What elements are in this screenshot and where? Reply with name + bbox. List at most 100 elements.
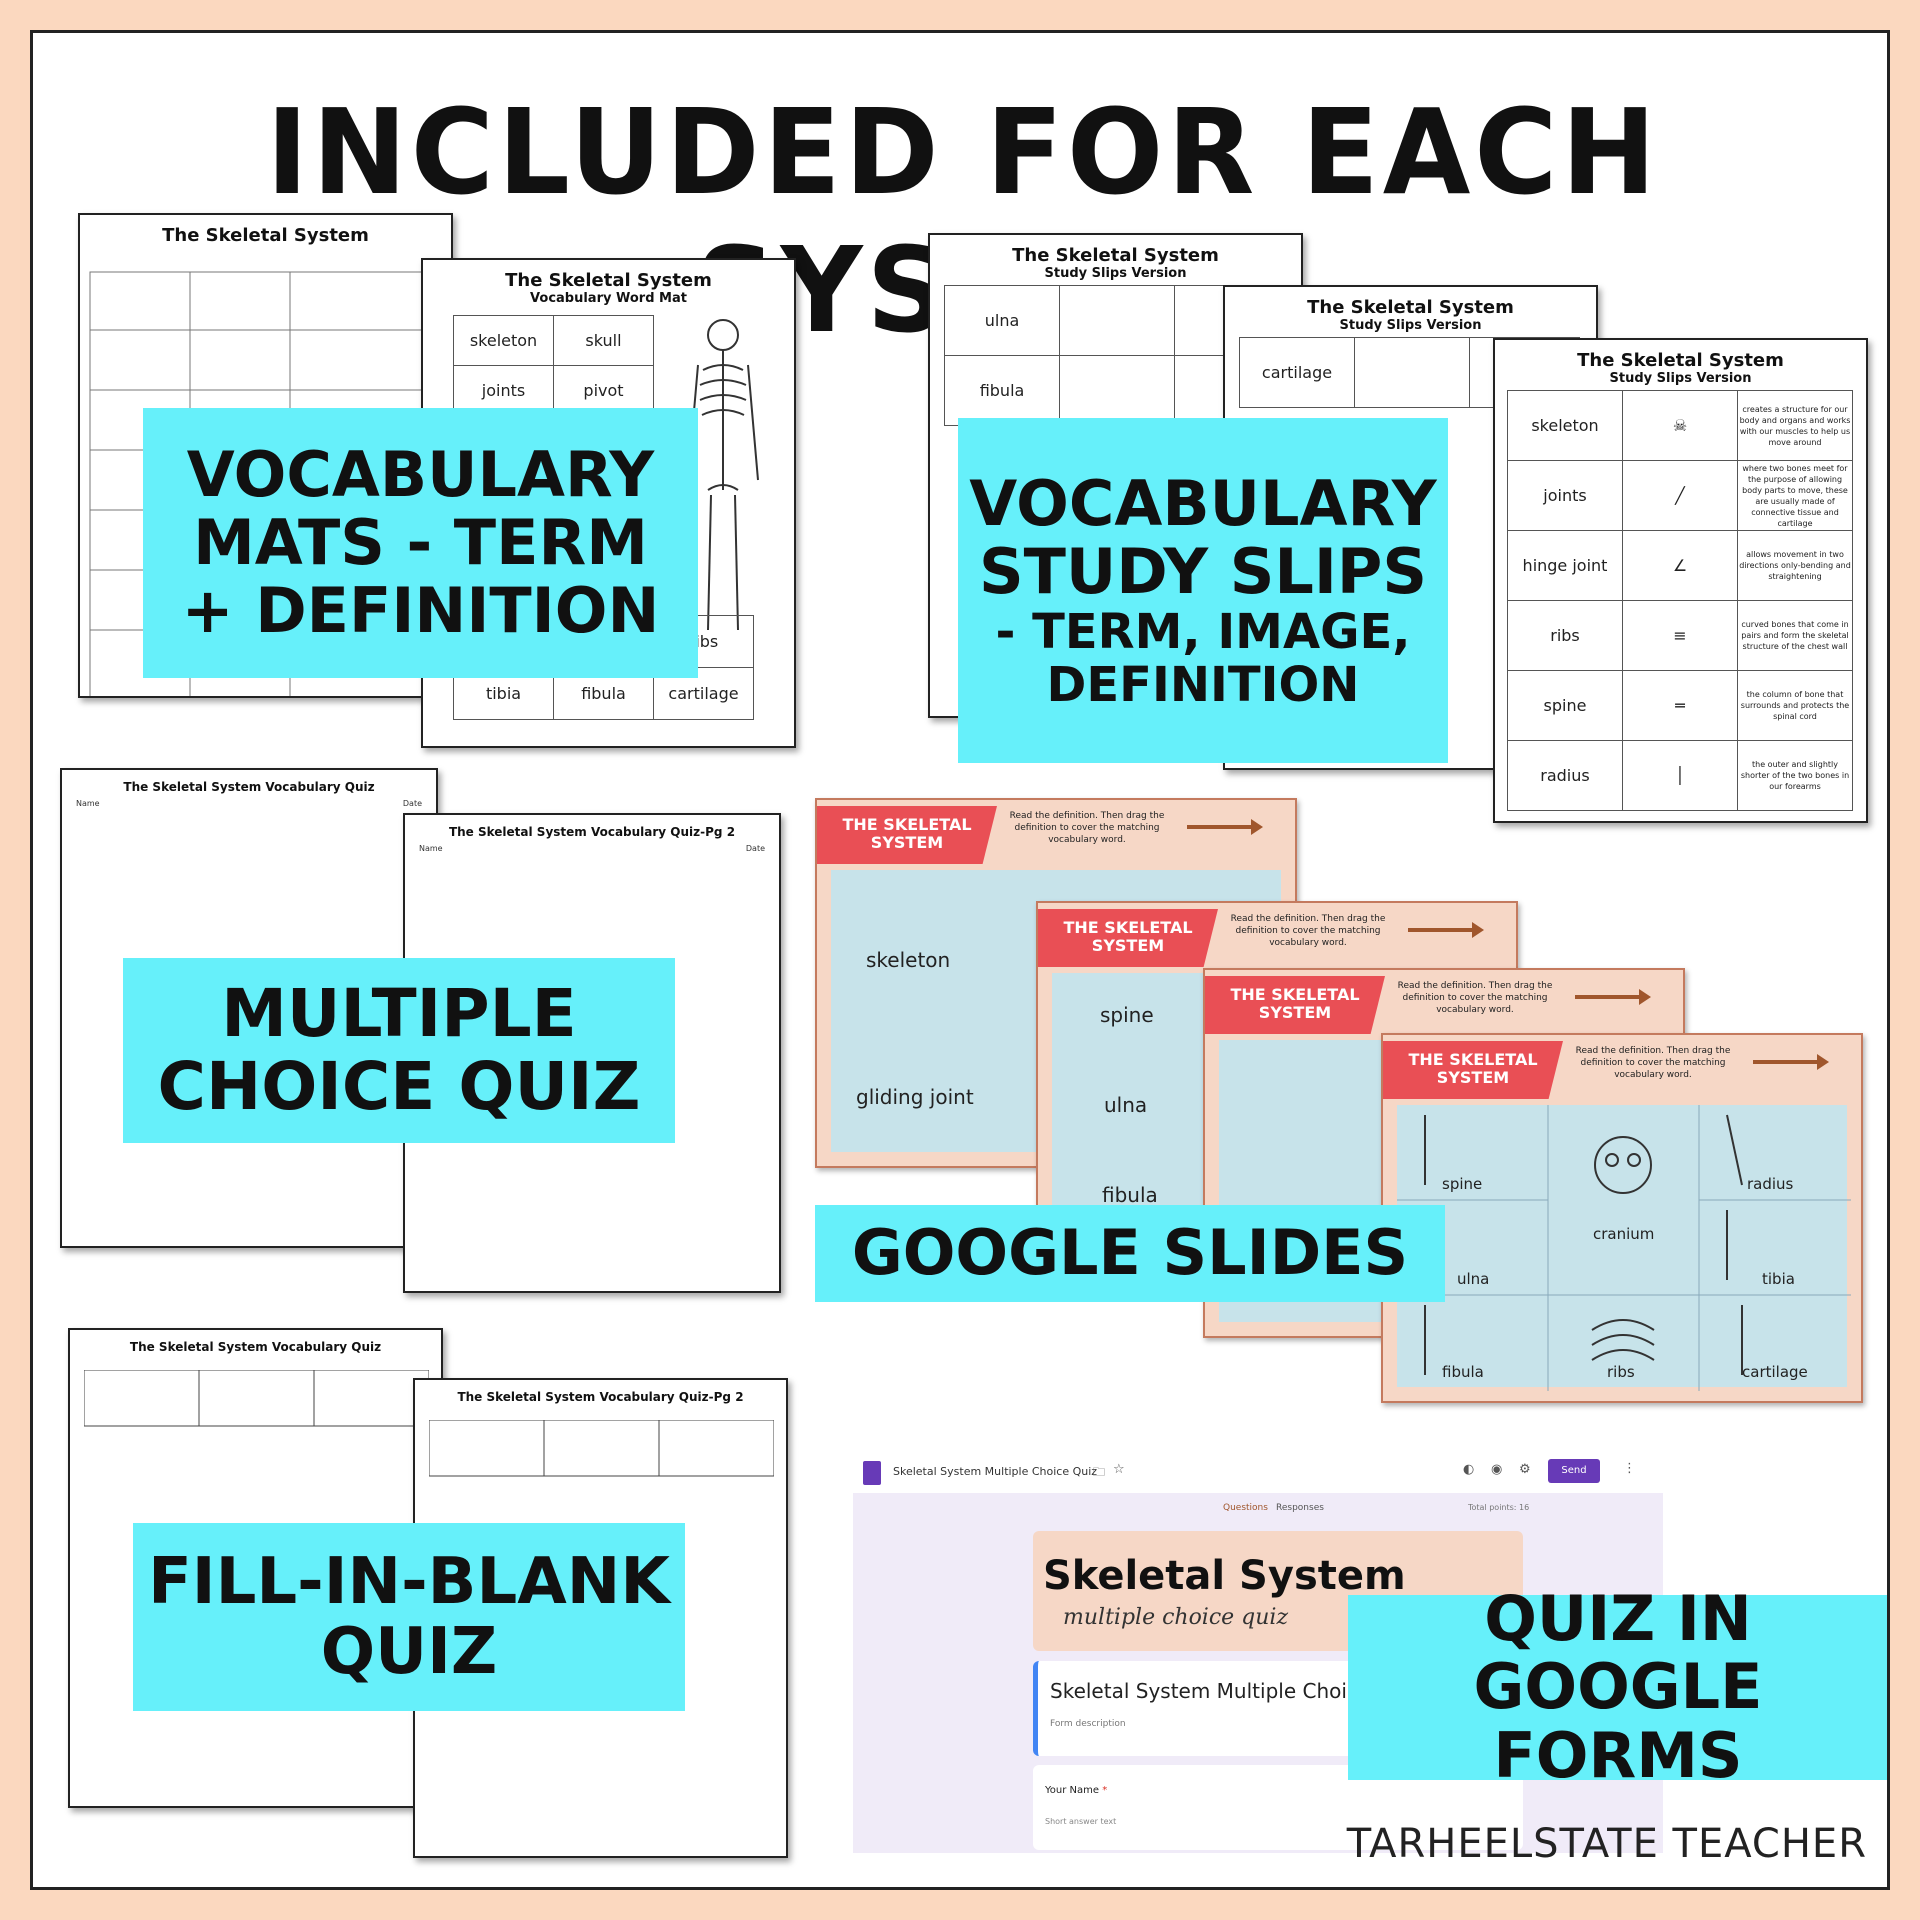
- label-line: - TERM, IMAGE,: [995, 603, 1411, 660]
- label-multiple-choice-quiz: MULTIPLE CHOICE QUIZ: [123, 958, 675, 1143]
- slips-title: The Skeletal System: [1307, 297, 1514, 318]
- slips-subtitle: Study Slips Version: [1044, 266, 1187, 281]
- slips-page-front: The Skeletal System Study Slips Version …: [1493, 338, 1868, 823]
- slide-grid: [1397, 1105, 1851, 1391]
- arrow-icon: [1575, 989, 1651, 1005]
- slide-word: cartilage: [1742, 1363, 1808, 1381]
- slip-term: hinge joint: [1507, 530, 1623, 601]
- slip-term: ribs: [1507, 600, 1623, 671]
- forms-doc-title: Skeletal System Multiple Choice Quiz: [893, 1465, 1098, 1478]
- label-line: MATS - TERM: [193, 505, 648, 579]
- slide-word: ulna: [1104, 1093, 1148, 1117]
- spine-icon: ═: [1622, 670, 1738, 741]
- slip-term: skeleton: [1507, 390, 1623, 461]
- fill-quiz-title: The Skeletal System Vocabulary Quiz: [129, 1340, 382, 1354]
- arrow-icon: [1753, 1054, 1829, 1070]
- folder-icon[interactable]: 🗀: [1093, 1465, 1106, 1479]
- word-bank-box: [429, 1420, 774, 1477]
- arrow-icon: [1187, 819, 1263, 835]
- forms-header-subtitle: multiple choice quiz: [1063, 1605, 1289, 1630]
- slide-word: radius: [1747, 1175, 1794, 1193]
- forms-icon: [863, 1461, 881, 1485]
- skeleton-figure-icon: [687, 319, 759, 631]
- slide-word: tibia: [1762, 1270, 1795, 1288]
- slip-term: spine: [1507, 670, 1623, 741]
- skeleton-icon: ☠: [1622, 390, 1738, 461]
- preview-icon[interactable]: ◉: [1491, 1462, 1503, 1477]
- tab-questions[interactable]: Questions: [1223, 1503, 1268, 1513]
- star-icon[interactable]: ☆: [1113, 1462, 1125, 1477]
- mat-term: cartilage: [653, 667, 754, 720]
- slip-definition: where two bones meet for the purpose of …: [1737, 460, 1853, 531]
- label-quiz-in-google-forms: QUIZ IN GOOGLE FORMS: [1348, 1585, 1887, 1789]
- slips-front-grid: skeleton☠creates a structure for our bod…: [1507, 390, 1853, 811]
- slip-definition: the column of bone that surrounds and pr…: [1737, 670, 1853, 741]
- slip-term: ulna: [944, 285, 1060, 356]
- label-google-slides: GOOGLE SLIDES: [815, 1205, 1445, 1302]
- label-line: GOOGLE SLIDES: [851, 1216, 1409, 1290]
- slide-word: skeleton: [866, 948, 951, 972]
- label-vocabulary-study-slips: VOCABULARY STUDY SLIPS - TERM, IMAGE, DE…: [958, 418, 1448, 763]
- joint-icon: ╱: [1622, 460, 1738, 531]
- arrow-icon: [1408, 922, 1484, 938]
- slide-instructions: Read the definition. Then drag the defin…: [1009, 811, 1165, 845]
- mat-page-2-subtitle: Vocabulary Word Mat: [530, 291, 687, 306]
- forms-description[interactable]: Form description: [1050, 1719, 1126, 1729]
- send-button[interactable]: Send: [1548, 1459, 1600, 1483]
- slips-subtitle: Study Slips Version: [1339, 318, 1482, 333]
- slip-definition: creates a structure for our body and org…: [1737, 390, 1853, 461]
- slip-definition: curved bones that come in pairs and form…: [1737, 600, 1853, 671]
- mat-term: joints: [453, 365, 554, 416]
- slide-word: spine: [1442, 1175, 1483, 1193]
- mat-page-2-title: The Skeletal System: [505, 270, 712, 291]
- slip-term: cartilage: [1239, 337, 1355, 408]
- slide-banner: THE SKELETAL SYSTEM: [1038, 909, 1218, 967]
- forms-toolbar: Skeletal System Multiple Choice Quiz 🗀 ☆…: [863, 1453, 1663, 1493]
- label-fill-in-blank-quiz: FILL-IN-BLANK QUIZ: [133, 1523, 685, 1711]
- slip-term: radius: [1507, 740, 1623, 811]
- slide-banner: THE SKELETAL SYSTEM: [1383, 1041, 1563, 1099]
- slip-term: joints: [1507, 460, 1623, 531]
- label-line: FILL-IN-BLANK: [148, 1544, 670, 1619]
- slide-instructions: Read the definition. Then drag the defin…: [1230, 914, 1386, 948]
- slide-word: fibula: [1442, 1363, 1484, 1381]
- slips-subtitle: Study Slips Version: [1609, 371, 1752, 386]
- tab-responses[interactable]: Responses: [1276, 1503, 1324, 1513]
- forms-question-card[interactable]: Your Name * Short answer text: [1033, 1765, 1523, 1850]
- question-label: Your Name *: [1045, 1785, 1108, 1796]
- hinge-joint-icon: ∠: [1622, 530, 1738, 601]
- forms-title[interactable]: Skeletal System Multiple Choice Q: [1050, 1679, 1393, 1703]
- slide-4: THE SKELETAL SYSTEM Read the definition.…: [1381, 1033, 1863, 1403]
- label-line: QUIZ: [320, 1615, 498, 1689]
- ribs-icon: ≡: [1622, 600, 1738, 671]
- slide-word: ribs: [1607, 1363, 1635, 1381]
- label-line: VOCABULARY: [969, 466, 1437, 540]
- forms-header-title: Skeletal System: [1043, 1553, 1406, 1599]
- mat-term: skull: [553, 315, 654, 366]
- slip-term: fibula: [944, 355, 1060, 426]
- label-line: VOCABULARY: [186, 437, 655, 511]
- slips-title: The Skeletal System: [1577, 350, 1784, 371]
- slide-word: gliding joint: [856, 1085, 974, 1109]
- slide-word: ulna: [1457, 1270, 1490, 1288]
- slide-word: fibula: [1102, 1183, 1158, 1207]
- slip-definition: the outer and slightly shorter of the tw…: [1737, 740, 1853, 811]
- label-line: + DEFINITION: [181, 574, 660, 648]
- mat-page-1-text: [90, 252, 441, 263]
- slide-word: spine: [1100, 1003, 1154, 1027]
- slip-definition: allows movement in two directions only-b…: [1737, 530, 1853, 601]
- slide-word: cranium: [1593, 1225, 1655, 1243]
- palette-icon[interactable]: ◐: [1463, 1462, 1475, 1477]
- radius-icon: │: [1622, 740, 1738, 811]
- gear-icon[interactable]: ⚙: [1519, 1462, 1531, 1477]
- label-line: MULTIPLE: [221, 974, 577, 1052]
- slide-banner: THE SKELETAL SYSTEM: [1205, 976, 1385, 1034]
- mat-page-1-title: The Skeletal System: [162, 225, 369, 246]
- short-answer-field[interactable]: Short answer text: [1045, 1817, 1117, 1826]
- more-icon[interactable]: ⋮: [1623, 1461, 1636, 1476]
- label-line: QUIZ IN GOOGLE: [1473, 1582, 1763, 1724]
- brand-logo-text: TARHEELSTATE TEACHER: [1346, 1821, 1867, 1867]
